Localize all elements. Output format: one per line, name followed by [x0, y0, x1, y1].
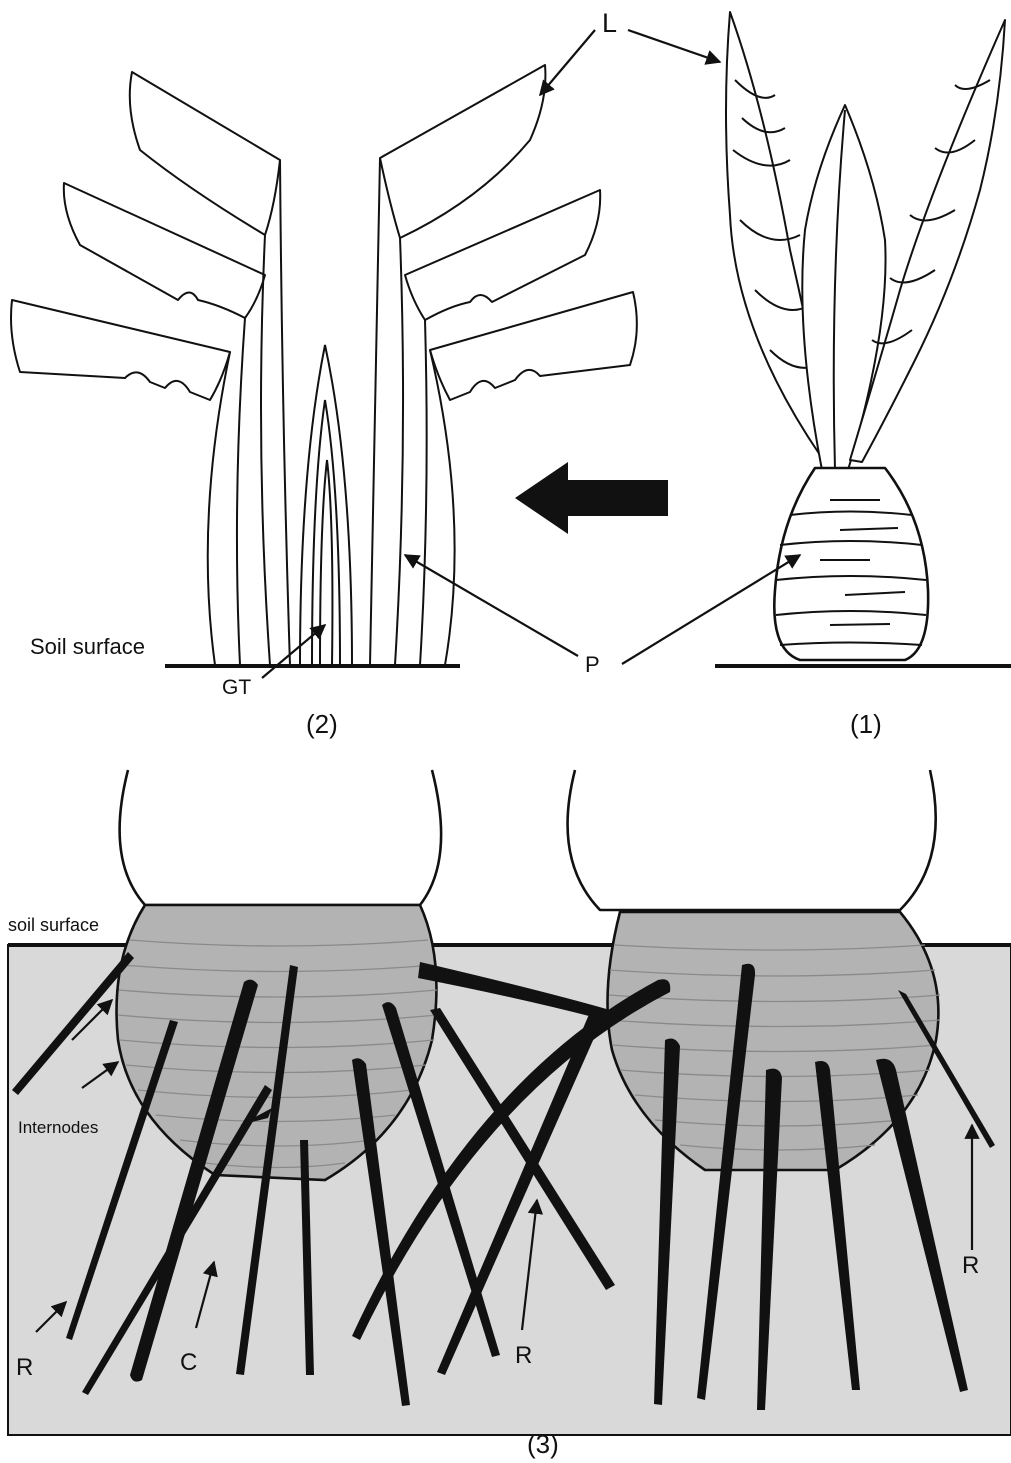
label-panel-3: (3) — [527, 1429, 559, 1459]
plant-pseudostem — [774, 468, 928, 660]
label-root-left: R — [16, 1354, 33, 1381]
panel-1-whole-plant — [715, 12, 1011, 666]
label-internodes: Internodes — [18, 1118, 98, 1137]
label-soil-surface-lower: soil surface — [8, 915, 99, 935]
pointer-L-right — [628, 30, 720, 62]
leaf-blade-right-upper — [380, 65, 545, 238]
leaf-blade-left-upper — [130, 72, 280, 235]
panel-2-cut-pseudostem — [11, 65, 637, 666]
label-root-middle: R — [515, 1342, 532, 1369]
pointer-P-left — [405, 555, 578, 656]
growing-tip-middle — [312, 400, 340, 665]
stump-right — [568, 770, 936, 910]
sheath-right-4 — [370, 158, 380, 665]
pointer-L-left — [540, 30, 595, 95]
growing-tip-outer — [300, 345, 352, 665]
pointer-GT — [262, 625, 325, 678]
panel-3-underground — [8, 770, 1011, 1435]
label-growing-tip: GT — [222, 676, 251, 699]
sheath-right-2 — [420, 320, 427, 665]
label-panel-2: (2) — [306, 709, 338, 739]
growing-tip-inner — [320, 460, 332, 665]
leaf-blade-right-lower — [430, 292, 637, 400]
label-leaf: L — [602, 8, 617, 38]
label-pseudostem: P — [585, 652, 600, 677]
leaf-blade-left-lower — [11, 300, 230, 400]
label-root-right: R — [962, 1252, 979, 1279]
label-corm: C — [180, 1349, 197, 1376]
sheath-left-3 — [261, 235, 270, 665]
label-panel-1: (1) — [850, 709, 882, 739]
transition-arrow — [515, 462, 668, 534]
label-soil-surface-upper: Soil surface — [30, 634, 145, 659]
sheath-left-2 — [237, 318, 245, 665]
stump-left — [120, 770, 442, 905]
sheath-left-4 — [280, 160, 290, 665]
sheath-right-3 — [395, 238, 403, 665]
